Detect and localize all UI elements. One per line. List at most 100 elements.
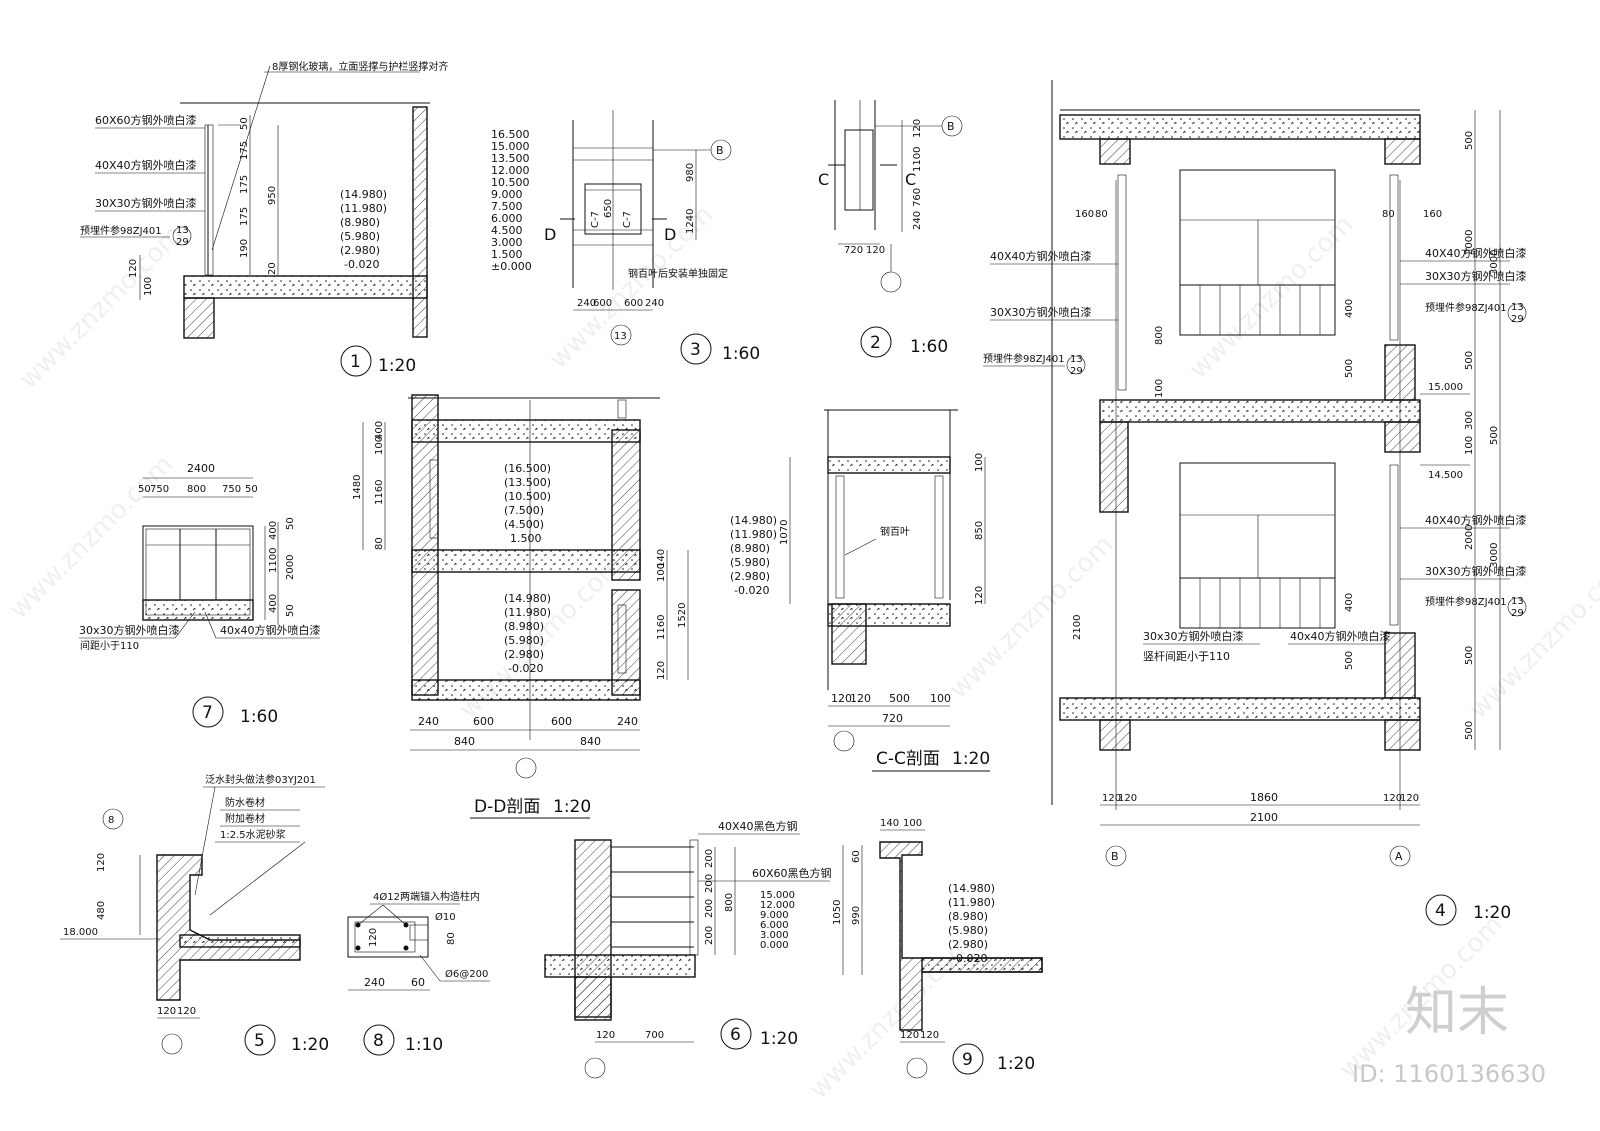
svg-text:(8.980): (8.980) (730, 542, 770, 555)
svg-text:200: 200 (704, 899, 715, 918)
svg-text:500: 500 (1344, 359, 1355, 378)
svg-text:(14.980): (14.980) (504, 592, 551, 605)
svg-text:6: 6 (730, 1025, 741, 1045)
svg-text:120: 120 (96, 853, 107, 872)
svg-text:600: 600 (624, 298, 643, 309)
svg-text:120: 120 (128, 259, 139, 278)
svg-text:29: 29 (1511, 608, 1524, 619)
svg-text:12.000: 12.000 (760, 900, 795, 911)
svg-text:www.znzmo.com: www.znzmo.com (1184, 210, 1359, 385)
svg-text:4Ø12两端锚入构造柱内: 4Ø12两端锚入构造柱内 (373, 890, 480, 903)
elev-cc: (14.980) (11.980) (8.980) (5.980) (2.980… (730, 514, 777, 597)
svg-text:(16.500): (16.500) (504, 462, 551, 475)
svg-text:175: 175 (239, 175, 250, 194)
glass-note: 8厚钢化玻璃，立面竖撑与护栏竖撑对齐 (272, 60, 448, 73)
svg-text:240: 240 (418, 715, 439, 728)
svg-text:200: 200 (704, 849, 715, 868)
svg-text:1:60: 1:60 (910, 337, 948, 357)
svg-text:1:20: 1:20 (553, 797, 591, 817)
svg-text:3000: 3000 (1489, 543, 1500, 568)
dd-title: D-D剖面 (474, 797, 540, 817)
label-30x30: 30X30方钢外喷白漆 (95, 196, 197, 210)
balusters-upper (1199, 285, 1321, 335)
svg-text:400: 400 (268, 594, 279, 613)
svg-text:700: 700 (645, 1030, 664, 1041)
svg-text:15.000: 15.000 (760, 890, 795, 901)
svg-text:C: C (818, 170, 829, 189)
svg-text:防水卷材: 防水卷材 (225, 796, 265, 809)
svg-text:120: 120 (850, 692, 871, 705)
svg-text:400: 400 (374, 421, 385, 440)
svg-text:3.000: 3.000 (491, 236, 523, 249)
svg-text:60X60黑色方钢: 60X60黑色方钢 (752, 866, 832, 880)
svg-text:3000: 3000 (1489, 250, 1500, 275)
svg-text:(11.980): (11.980) (340, 202, 387, 215)
svg-text:480: 480 (96, 901, 107, 920)
svg-text:www.znzmo.com: www.znzmo.com (944, 530, 1119, 705)
svg-text:120: 120 (1102, 793, 1121, 804)
svg-text:750: 750 (150, 484, 169, 495)
detail-2: C C B 120 1100 760 240 720 120 2 1:60 (818, 100, 963, 358)
svg-text:40X40方钢外喷白漆: 40X40方钢外喷白漆 (1425, 513, 1527, 527)
svg-text:500: 500 (1464, 351, 1475, 370)
svg-text:240: 240 (645, 298, 664, 309)
svg-text:240: 240 (577, 298, 596, 309)
svg-text:200: 200 (704, 926, 715, 945)
svg-text:800: 800 (1154, 326, 1165, 345)
levels-6: 15.000 12.000 9.000 6.000 3.000 0.000 (760, 890, 795, 951)
label-40x40: 40X40方钢外喷白漆 (95, 158, 197, 172)
svg-text:±0.000: ±0.000 (491, 260, 532, 273)
svg-text:600: 600 (551, 715, 572, 728)
elev-list-1: (14.980) (11.980) (8.980) (5.980) (2.980… (340, 188, 387, 271)
svg-text:50: 50 (239, 117, 250, 130)
svg-text:0.000: 0.000 (760, 940, 789, 951)
svg-text:(8.980): (8.980) (948, 910, 988, 923)
svg-text:120: 120 (656, 661, 667, 680)
svg-text:120: 120 (596, 1030, 615, 1041)
svg-text:www.znzmo.com: www.znzmo.com (804, 930, 979, 1105)
svg-text:泛水封头做法参03YJ201: 泛水封头做法参03YJ201 (205, 773, 316, 786)
svg-text:钢百叶后安装单独固定: 钢百叶后安装单独固定 (628, 267, 728, 280)
svg-text:3: 3 (690, 340, 701, 360)
svg-text:1:20: 1:20 (291, 1035, 329, 1055)
svg-text:(2.980): (2.980) (340, 244, 380, 257)
dim-text-1: 175 50 175 175 190 950 120 20 100 (128, 117, 278, 296)
svg-text:120: 120 (900, 1030, 919, 1041)
svg-text:240: 240 (364, 976, 385, 989)
svg-text:-0.020: -0.020 (344, 258, 379, 271)
svg-text:80: 80 (446, 932, 457, 945)
svg-text:100: 100 (1464, 436, 1475, 455)
svg-text:1:20: 1:20 (997, 1054, 1035, 1074)
svg-text:300: 300 (1464, 411, 1475, 430)
svg-text:50: 50 (138, 484, 151, 495)
svg-text:175: 175 (239, 207, 250, 226)
scale-label: 1:20 (378, 356, 416, 376)
svg-text:120: 120 (1383, 793, 1402, 804)
svg-text:15.000: 15.000 (1428, 382, 1463, 393)
label-embed: 预埋件参98ZJ401 (80, 224, 162, 237)
svg-text:(11.980): (11.980) (730, 528, 777, 541)
svg-text:120: 120 (368, 928, 379, 947)
svg-text:720: 720 (882, 712, 903, 725)
svg-text:B: B (947, 120, 955, 133)
svg-text:120: 120 (1400, 793, 1419, 804)
svg-text:(5.980): (5.980) (504, 634, 544, 647)
svg-text:720: 720 (844, 245, 863, 256)
svg-text:500: 500 (1464, 646, 1475, 665)
svg-text:(11.980): (11.980) (504, 606, 551, 619)
svg-text:(2.980): (2.980) (948, 938, 988, 951)
svg-text:(14.980): (14.980) (340, 188, 387, 201)
svg-text:Ø10: Ø10 (435, 911, 456, 923)
svg-text:500: 500 (1344, 651, 1355, 670)
svg-text:160: 160 (1075, 209, 1094, 220)
svg-text:竖杆间距小于110: 竖杆间距小于110 (1143, 649, 1230, 663)
svg-text:13: 13 (176, 225, 189, 236)
svg-text:(2.980): (2.980) (730, 570, 770, 583)
detail-number-circle (340, 345, 372, 377)
svg-text:1:20: 1:20 (760, 1029, 798, 1049)
svg-text:30X30方钢外喷白漆: 30X30方钢外喷白漆 (1425, 564, 1527, 578)
svg-text:4.500: 4.500 (491, 224, 523, 237)
svg-text:500: 500 (1464, 131, 1475, 150)
image-id: ID: 1160136630 (1352, 1060, 1546, 1088)
